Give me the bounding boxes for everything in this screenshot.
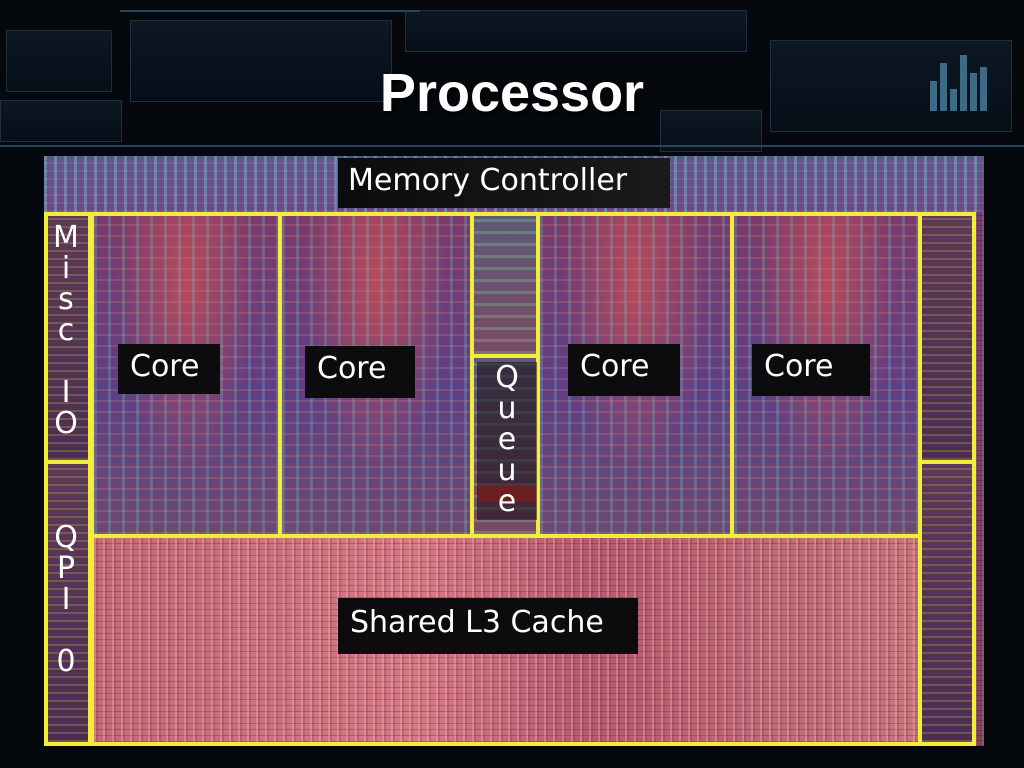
misc-io-label: M i s c I O (53, 220, 79, 441)
bg-line (0, 145, 1024, 147)
core-1-label: Core (118, 344, 220, 394)
qpi-0-label: Q P I 0 (54, 520, 78, 679)
memory-controller-label: Memory Controller (338, 158, 670, 208)
bg-panel (130, 20, 392, 102)
core-4-label: Core (752, 344, 870, 396)
core-2-label: Core (305, 346, 415, 398)
queue-upper-region (470, 212, 540, 358)
bg-line (120, 10, 420, 12)
slide-title: Processor (379, 63, 645, 123)
right-io-region (918, 212, 976, 464)
bg-panel (0, 100, 122, 142)
queue-label: Q u e u e (477, 362, 537, 520)
core-3-label: Core (568, 344, 680, 396)
bg-panel (6, 30, 112, 92)
right-lower-io-region (918, 460, 976, 746)
bg-panel (405, 10, 747, 52)
shared-l3-cache-label: Shared L3 Cache (338, 598, 638, 654)
qpi-region (44, 460, 92, 746)
bg-bar-graph (930, 55, 990, 115)
